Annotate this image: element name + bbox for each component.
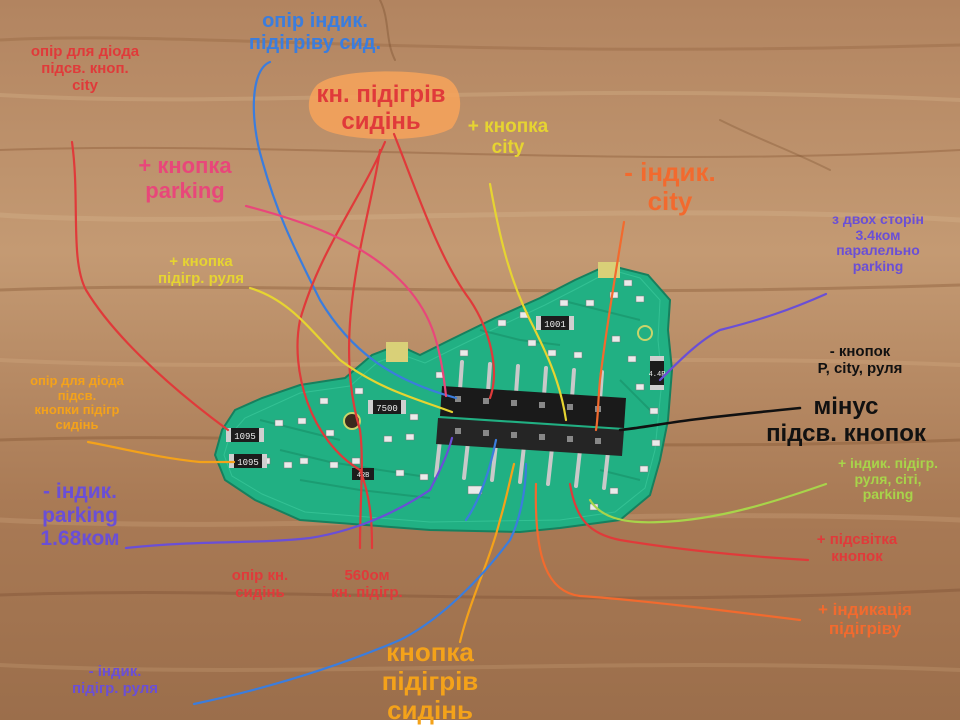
resistor-r3: 7500 [368, 400, 406, 414]
wire-purple-indicator-parking [124, 436, 454, 550]
wire-pink-parking [244, 204, 448, 398]
wire-red-backlight [568, 482, 810, 562]
wire-purple-parking-right [658, 292, 828, 382]
wire-black-minus [618, 406, 802, 432]
resistor-r2: 1095 [229, 454, 267, 468]
label-minus-backlight: мінус підсв. кнопок [766, 393, 926, 447]
wire-red-seat-button-3 [347, 148, 382, 550]
label-minus-indicator-city: - індик. city [624, 157, 716, 217]
pin-header [434, 360, 626, 490]
wire-green-indicators [588, 482, 828, 524]
label-resistor-diode-seat: опір для діода підсв. кнопки підігр сиді… [30, 373, 124, 432]
wire-gold-seat-button [458, 462, 516, 644]
wire-red-diode-city [70, 140, 230, 432]
wire-blue-indicator-wheel-2 [464, 438, 498, 522]
wire-blue-indicator-seat [252, 60, 458, 400]
label-resistor-diode-city: опір для діода підсв. кноп. city [30, 43, 140, 94]
label-plus-button-city: + кнопка city [467, 116, 549, 159]
label-highlight-blob [308, 71, 461, 140]
wire-red-seat-button-1 [296, 140, 387, 550]
label-button-seat-heat-top: кн. підігрів сидінь [316, 81, 446, 135]
label-button-seat-heat-bottom: кнопка підігрів сидінь [381, 637, 479, 725]
label-two-sides-parking: з двох сторін 3.4ком паралельно parking [832, 211, 924, 275]
resistor-r5-code: 4.4R [649, 371, 667, 379]
wire-yellow-wheel [248, 286, 454, 414]
label-plus-button-parking: + кнопка parking [138, 153, 232, 203]
resistor-r1-code: 1095 [234, 432, 256, 442]
resistor-r2-code: 1095 [237, 458, 259, 468]
wire-red-seat-button-2 [392, 132, 496, 400]
resistor-r4: 1001 [536, 316, 574, 330]
annotation-wires [70, 60, 828, 706]
wire-blue-indicator-wheel [192, 462, 528, 706]
label-resistor-indicator-seat: опір індик. підігріву сид. [248, 10, 382, 55]
wire-orange-heat-indication [534, 482, 802, 622]
wire-orange-diode-seat [86, 440, 236, 464]
label-ohm-560: 560ом кн. підігр. [331, 567, 403, 601]
resistor-r4-code: 1001 [544, 320, 566, 330]
resistor-r3-code: 7500 [376, 404, 398, 414]
resistor-r1: 1095 [226, 428, 264, 442]
label-resistor-seat-button: опір кн. сидінь [231, 567, 289, 601]
label-minus-buttons: - кнопок P, city, руля [817, 343, 903, 377]
wire-yellow-city [488, 182, 568, 422]
wire-orange-city [594, 220, 626, 432]
label-plus-heat-indication: + індикація підігріву [818, 600, 912, 639]
label-plus-backlight: + підсвітка кнопок [816, 531, 898, 565]
label-plus-button-wheel-heat: + кнопка підігр. руля [157, 253, 245, 287]
label-minus-indicator-parking: - індик. parking 1.68ком [40, 480, 120, 551]
resistor-r5: 4.4R [649, 356, 667, 390]
label-plus-indicators: + індик. підігр. руля, сіті, parking [837, 455, 939, 503]
label-minus-indicator-wheel: - індик. підігр. руля [71, 663, 159, 697]
